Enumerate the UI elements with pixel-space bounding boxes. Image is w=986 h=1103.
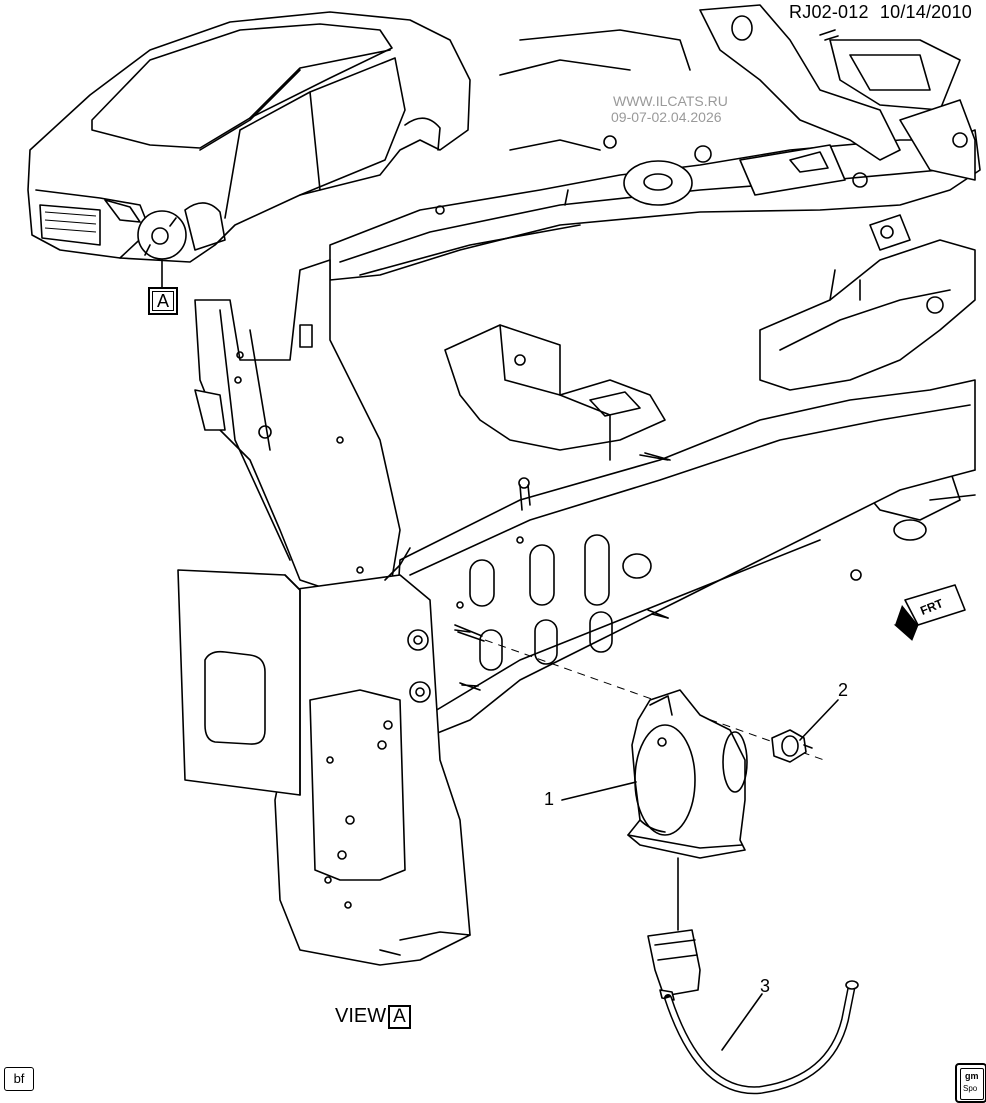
upper-crossmember	[329, 129, 981, 281]
lower-crossmember	[389, 324, 976, 741]
watermark-line-2: 09-07-02.04.2026	[611, 109, 722, 125]
mounting-axis-line	[484, 639, 825, 761]
vehicle-inset	[27, 11, 471, 288]
gm-logo-text: gm	[965, 1071, 979, 1081]
front-direction-arrow	[893, 584, 966, 641]
inset-marker-a: A	[148, 287, 178, 315]
callout-2: 2	[838, 680, 849, 700]
callout-2-leader	[799, 699, 839, 741]
gm-logo-frame: gm Spo	[960, 1068, 984, 1100]
mounting-studs	[454, 452, 671, 691]
wiring-harness	[647, 857, 859, 1095]
upper-right-structure	[499, 4, 976, 181]
watermark-line-1: WWW.ILCATS.RU	[613, 93, 728, 109]
left-support-pillar	[177, 259, 471, 966]
gm-spo-logo: gm Spo	[955, 1063, 986, 1103]
callout-3-leader	[721, 993, 763, 1051]
bf-badge: bf	[4, 1067, 34, 1091]
callout-1-leader	[561, 781, 637, 801]
callout-1: 1	[544, 789, 555, 809]
spo-logo-text: Spo	[963, 1084, 978, 1093]
horn	[627, 689, 748, 859]
nut	[771, 729, 813, 763]
diagram-header: RJ02-012 10/14/2010	[789, 2, 972, 23]
callout-3: 3	[760, 976, 771, 996]
diagram-date: 10/14/2010	[879, 2, 972, 22]
diagram-code: RJ02-012	[789, 2, 869, 22]
view-letter-box: A	[388, 1005, 411, 1029]
view-label: VIEW	[335, 1005, 387, 1027]
